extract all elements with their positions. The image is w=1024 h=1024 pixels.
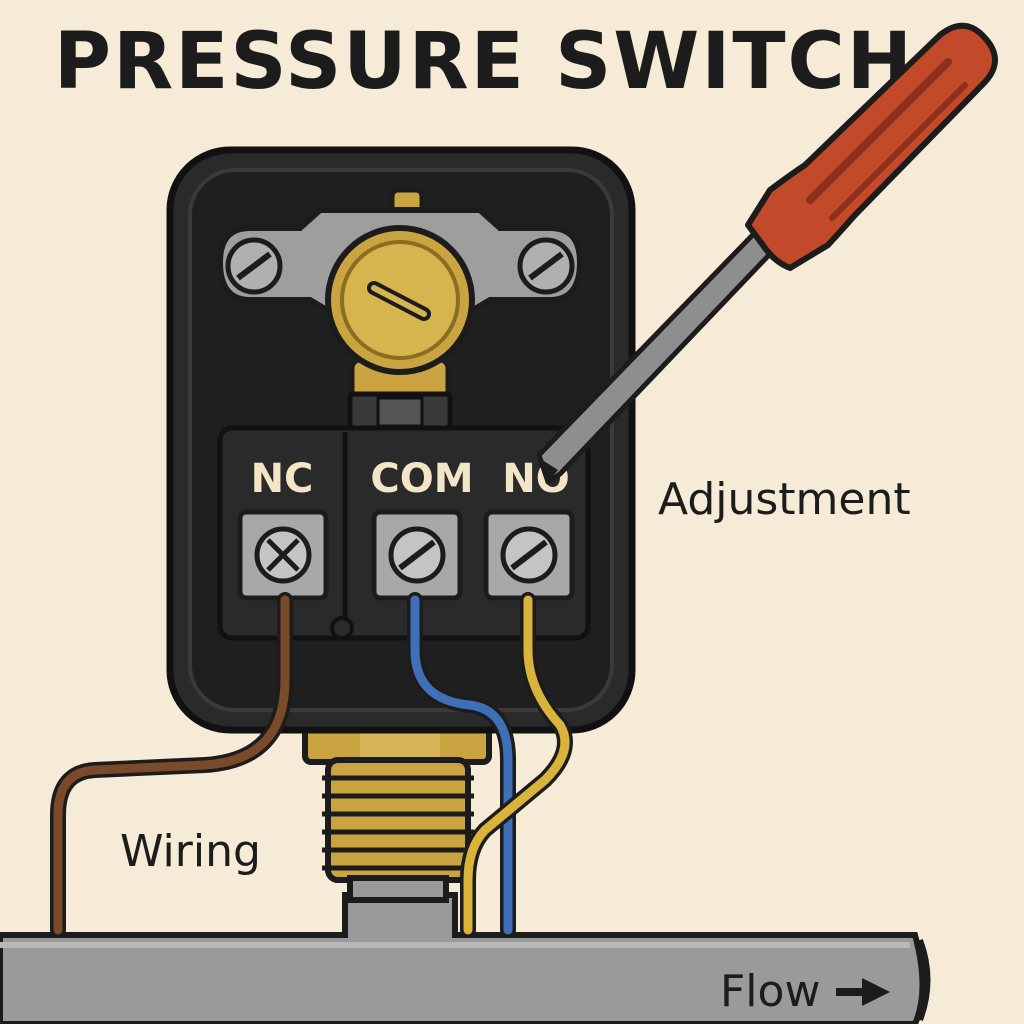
terminal-label-com: COM — [370, 456, 473, 502]
terminal-label-nc: NC — [251, 456, 314, 502]
wire-nc — [50, 592, 293, 938]
flow-label: Flow — [720, 966, 820, 1017]
adjustment-label: Adjustment — [658, 474, 911, 525]
terminal-nc[interactable] — [237, 509, 329, 601]
terminal-com[interactable] — [371, 509, 463, 601]
diagram-title: PRESSURE SWITCH — [54, 17, 914, 107]
wire-no — [460, 592, 573, 938]
arrow-right-icon — [836, 978, 890, 1006]
terminal-screw-icon — [517, 237, 575, 295]
wire-com — [407, 592, 516, 938]
screwdriver-icon[interactable] — [536, 22, 998, 485]
adjustment-screw-icon — [325, 225, 475, 375]
wiring-label: Wiring — [120, 826, 261, 877]
terminal-no[interactable] — [483, 509, 575, 601]
adjustment-bracket — [216, 187, 584, 431]
terminal-screw-icon — [225, 237, 283, 295]
pipe — [0, 892, 931, 1024]
